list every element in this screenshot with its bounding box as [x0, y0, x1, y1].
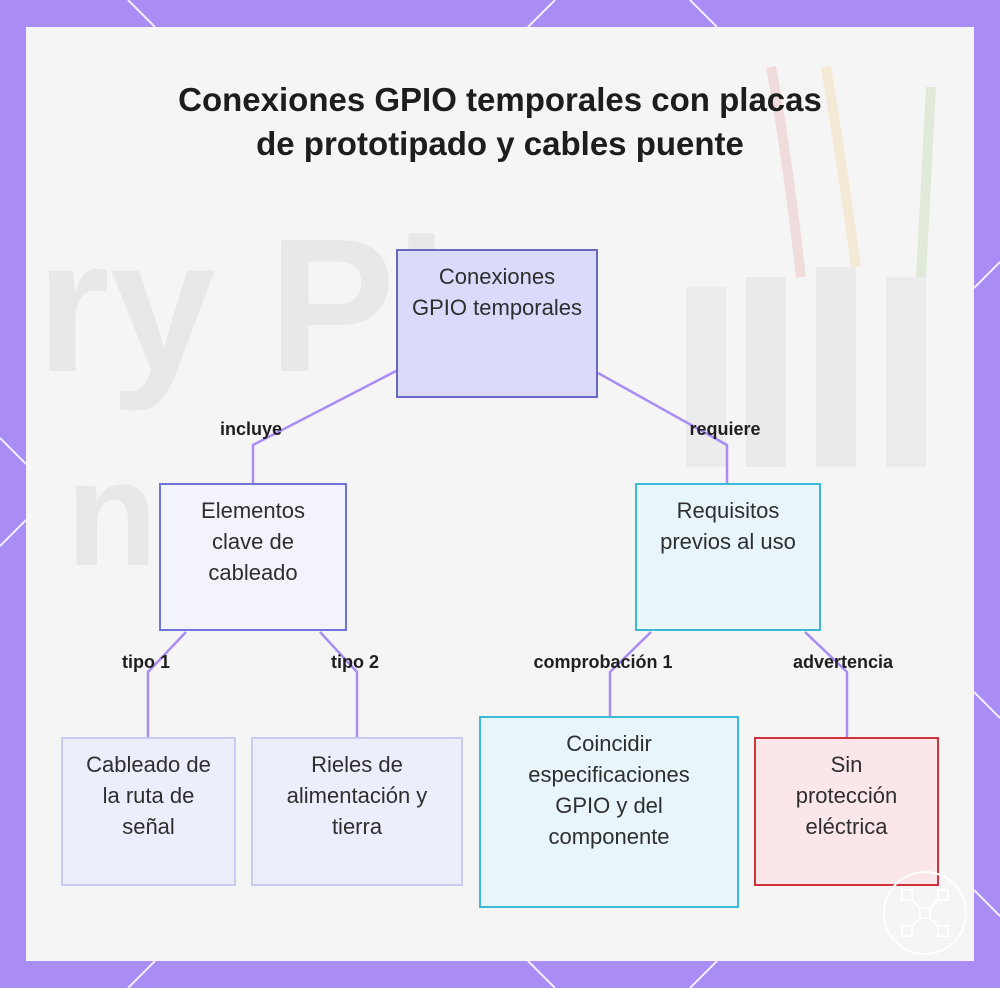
node-requirements: Requisitos previos al uso: [635, 483, 821, 631]
node-root-label: Conexiones GPIO temporales: [412, 264, 582, 320]
node-key-elements-label: Elementos clave de cableado: [201, 498, 305, 585]
node-no-protection-label: Sin protección eléctrica: [795, 752, 898, 839]
connector-key-to-power: [319, 631, 359, 737]
node-key-elements: Elementos clave de cableado: [159, 483, 347, 631]
background-blur-shapes: [686, 66, 936, 467]
node-power-rails-label: Rieles de alimentación y tierra: [286, 752, 428, 839]
edge-label-requires: requiere: [689, 419, 761, 439]
node-requirements-label: Requisitos previos al uso: [660, 498, 796, 554]
node-root: Conexiones GPIO temporales: [396, 249, 598, 398]
node-power-rails: Rieles de alimentación y tierra: [251, 737, 463, 886]
edge-label-type1: tipo 1: [122, 652, 170, 672]
edge-label-check1: comprobación 1: [533, 652, 673, 672]
connector-root-to-req: [597, 371, 729, 483]
diagram-title: Conexiones GPIO temporales con placas de…: [178, 81, 822, 162]
node-no-protection: Sin protección eléctrica: [754, 737, 939, 886]
connector-key-to-signal: [146, 631, 187, 737]
node-match-specs: Coincidir especificaciones GPIO y del co…: [479, 716, 739, 908]
connector-root-to-key: [251, 368, 399, 483]
connector-req-to-match: [608, 631, 652, 716]
edge-label-type2: tipo 2: [331, 652, 379, 672]
edge-label-warning: advertencia: [792, 652, 894, 672]
node-signal-wiring: Cableado de la ruta de señal: [61, 737, 236, 886]
edge-label-includes: incluye: [219, 419, 283, 439]
connector-req-to-warning: [804, 631, 849, 737]
node-match-specs-label: Coincidir especificaciones GPIO y del co…: [528, 731, 690, 849]
network-logo-icon: [883, 871, 967, 955]
node-signal-wiring-label: Cableado de la ruta de señal: [86, 752, 211, 839]
